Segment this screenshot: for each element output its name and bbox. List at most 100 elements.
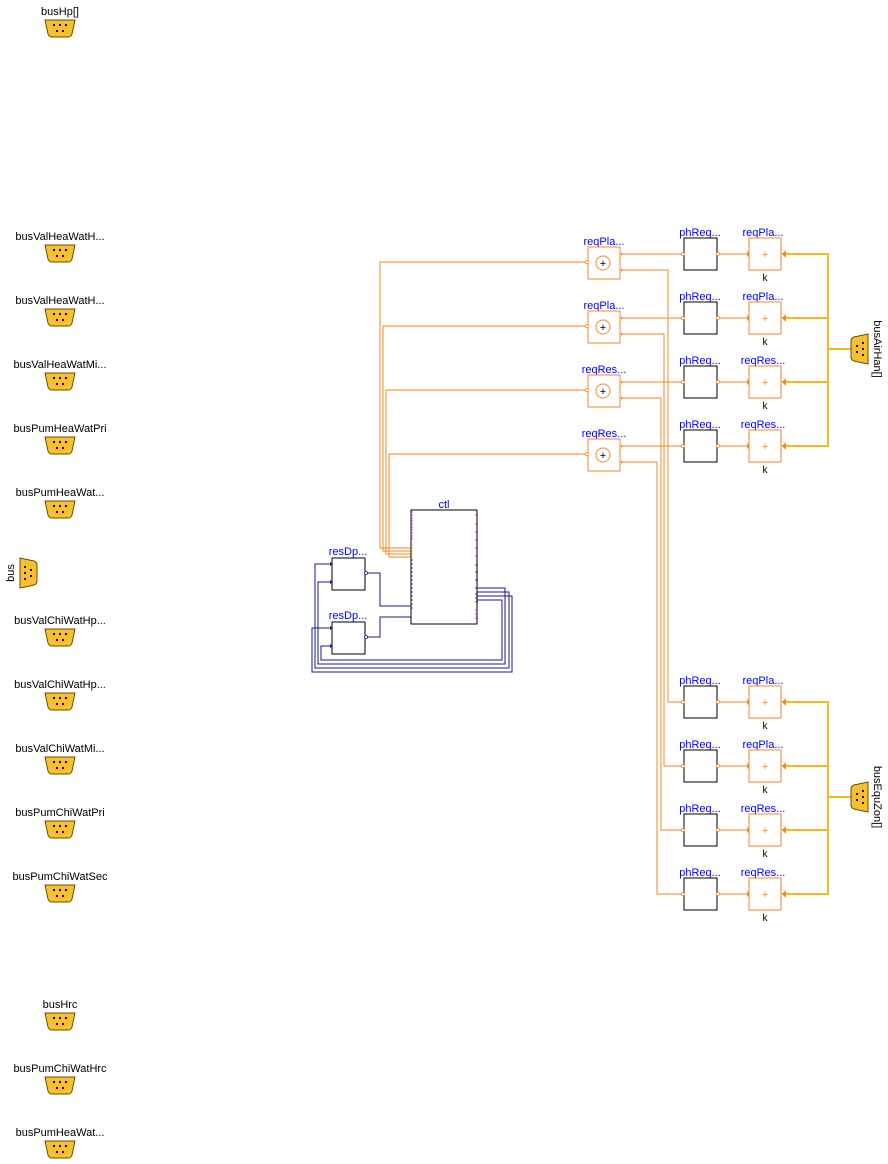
zone-equipment-bus-connector[interactable]: busEquZon[] [850, 766, 883, 828]
real-input-ports [411, 559, 413, 609]
block-label: phReq... [679, 739, 721, 751]
req-block[interactable]: reqPla... + k [743, 291, 786, 348]
req-sub-label: k [763, 849, 769, 860]
bus-label: busPumChiWatHrc [13, 1063, 107, 1075]
bus-label: busHrc [43, 999, 78, 1011]
air-handler-bus-connector[interactable]: busAirHan[] [850, 320, 883, 378]
bus-connector[interactable]: busHp[] [41, 6, 79, 38]
bus-label: busValHeaWatH... [15, 231, 104, 243]
navy-wires [311, 563, 513, 673]
req-symbol: + [762, 761, 768, 773]
bus-connector[interactable]: busPumChiWatPri [15, 807, 105, 839]
block-label: reqRes... [741, 355, 786, 367]
bus-connector[interactable]: busPumHeaWat... [16, 487, 105, 519]
bus-connector[interactable]: busPumHeaWatPri [13, 423, 107, 455]
req-block[interactable]: reqRes... + k [741, 419, 786, 476]
bus-connector[interactable]: busValHeaWatMi... [14, 359, 107, 391]
block-label: reqRes... [582, 364, 627, 376]
block-label: reqPla... [584, 300, 625, 312]
block-label: reqPla... [743, 227, 784, 239]
req-block[interactable]: reqRes... + k [741, 867, 786, 924]
add-block[interactable]: reqPla... + [584, 300, 625, 344]
controller-block[interactable]: ctl [410, 499, 478, 625]
bus-connector-icon [44, 1140, 76, 1159]
ph-block[interactable]: phReq... [679, 355, 721, 399]
bus-connector-icon [44, 884, 76, 903]
bus-connector-icon [850, 781, 869, 813]
block-label: phReq... [679, 675, 721, 687]
req-symbol: + [762, 441, 768, 453]
bus-connector-icon [44, 19, 76, 38]
bus-connector-icon [44, 756, 76, 775]
orange-wires [379, 253, 748, 895]
req-block[interactable]: reqPla... + k [743, 227, 786, 284]
req-sub-label: k [763, 721, 769, 732]
boolean-input-ports [411, 511, 413, 540]
bus-label: busHp[] [41, 6, 79, 18]
bus-connector[interactable]: busPumHeaWat... [16, 1127, 105, 1159]
req-symbol: + [762, 313, 768, 325]
bus-label: busValHeaWatH... [15, 295, 104, 307]
block-label: reqPla... [743, 739, 784, 751]
main-bus-connector[interactable]: bus [5, 557, 38, 589]
bus-label: busAirHan[] [871, 320, 883, 377]
bus-label: busPumHeaWatPri [13, 423, 106, 435]
bus-connector-icon [44, 1012, 76, 1031]
boolean-output-ports [475, 514, 478, 619]
req-symbol: + [762, 249, 768, 261]
block-label: reqPla... [743, 291, 784, 303]
req-block[interactable]: reqPla... + k [743, 739, 786, 796]
ph-block[interactable]: phReq... [679, 675, 721, 719]
bus-connector-icon [44, 1076, 76, 1095]
block-label: phReq... [679, 227, 721, 239]
bus-connector[interactable]: busValChiWatHp... [14, 615, 106, 647]
add-block[interactable]: reqRes... + [582, 428, 627, 472]
bus-connector[interactable]: busPumChiWatSec [13, 871, 108, 903]
block-label: reqRes... [741, 419, 786, 431]
ph-block[interactable]: phReq... [679, 227, 721, 271]
bus-connector-icon [19, 557, 38, 589]
bus-label: busPumHeaWat... [16, 1127, 105, 1139]
bus-label: busPumChiWatSec [13, 871, 108, 883]
ph-block[interactable]: phReq... [679, 419, 721, 463]
block-label: phReq... [679, 867, 721, 879]
req-sub-label: k [763, 337, 769, 348]
req-block[interactable]: reqRes... + k [741, 803, 786, 860]
add-symbol: + [600, 386, 606, 398]
bus-connector[interactable]: busValChiWatMi... [15, 743, 105, 775]
req-sub-label: k [763, 465, 769, 476]
ph-block[interactable]: phReq... [679, 291, 721, 335]
req-block[interactable]: reqPla... + k [743, 675, 786, 732]
block-label: reqPla... [584, 236, 625, 248]
ph-block[interactable]: phReq... [679, 739, 721, 783]
block-label: phReq... [679, 419, 721, 431]
bus-connector-icon [44, 436, 76, 455]
bus-connector[interactable]: busHrc [43, 999, 78, 1031]
bus-wires [782, 253, 852, 895]
ph-block[interactable]: phReq... [679, 867, 721, 911]
block-label: phReq... [679, 291, 721, 303]
block-label: reqRes... [582, 428, 627, 440]
ph-block[interactable]: phReq... [679, 803, 721, 847]
bus-connector[interactable]: busValHeaWatH... [15, 295, 105, 327]
reset-block[interactable]: resDp... [329, 546, 368, 591]
integer-input-ports [411, 544, 413, 555]
req-sub-label: k [763, 273, 769, 284]
req-symbol: + [762, 697, 768, 709]
bus-connector-icon [44, 244, 76, 263]
add-block[interactable]: reqPla... + [584, 236, 625, 280]
bus-connector-icon [44, 372, 76, 391]
bus-connector-icon [44, 628, 76, 647]
add-block[interactable]: reqRes... + [582, 364, 627, 408]
bus-connector[interactable]: busPumChiWatHrc [13, 1063, 107, 1095]
req-sub-label: k [763, 401, 769, 412]
block-label: phReq... [679, 803, 721, 815]
bus-label: busPumHeaWat... [16, 487, 105, 499]
req-block[interactable]: reqRes... + k [741, 355, 786, 412]
reset-block[interactable]: resDp... [329, 610, 368, 655]
bus-connector[interactable]: busValChiWatHp... [14, 679, 106, 711]
bus-connector[interactable]: busValHeaWatH... [15, 231, 105, 263]
block-label: resDp... [329, 546, 368, 558]
bus-connector-icon [44, 500, 76, 519]
